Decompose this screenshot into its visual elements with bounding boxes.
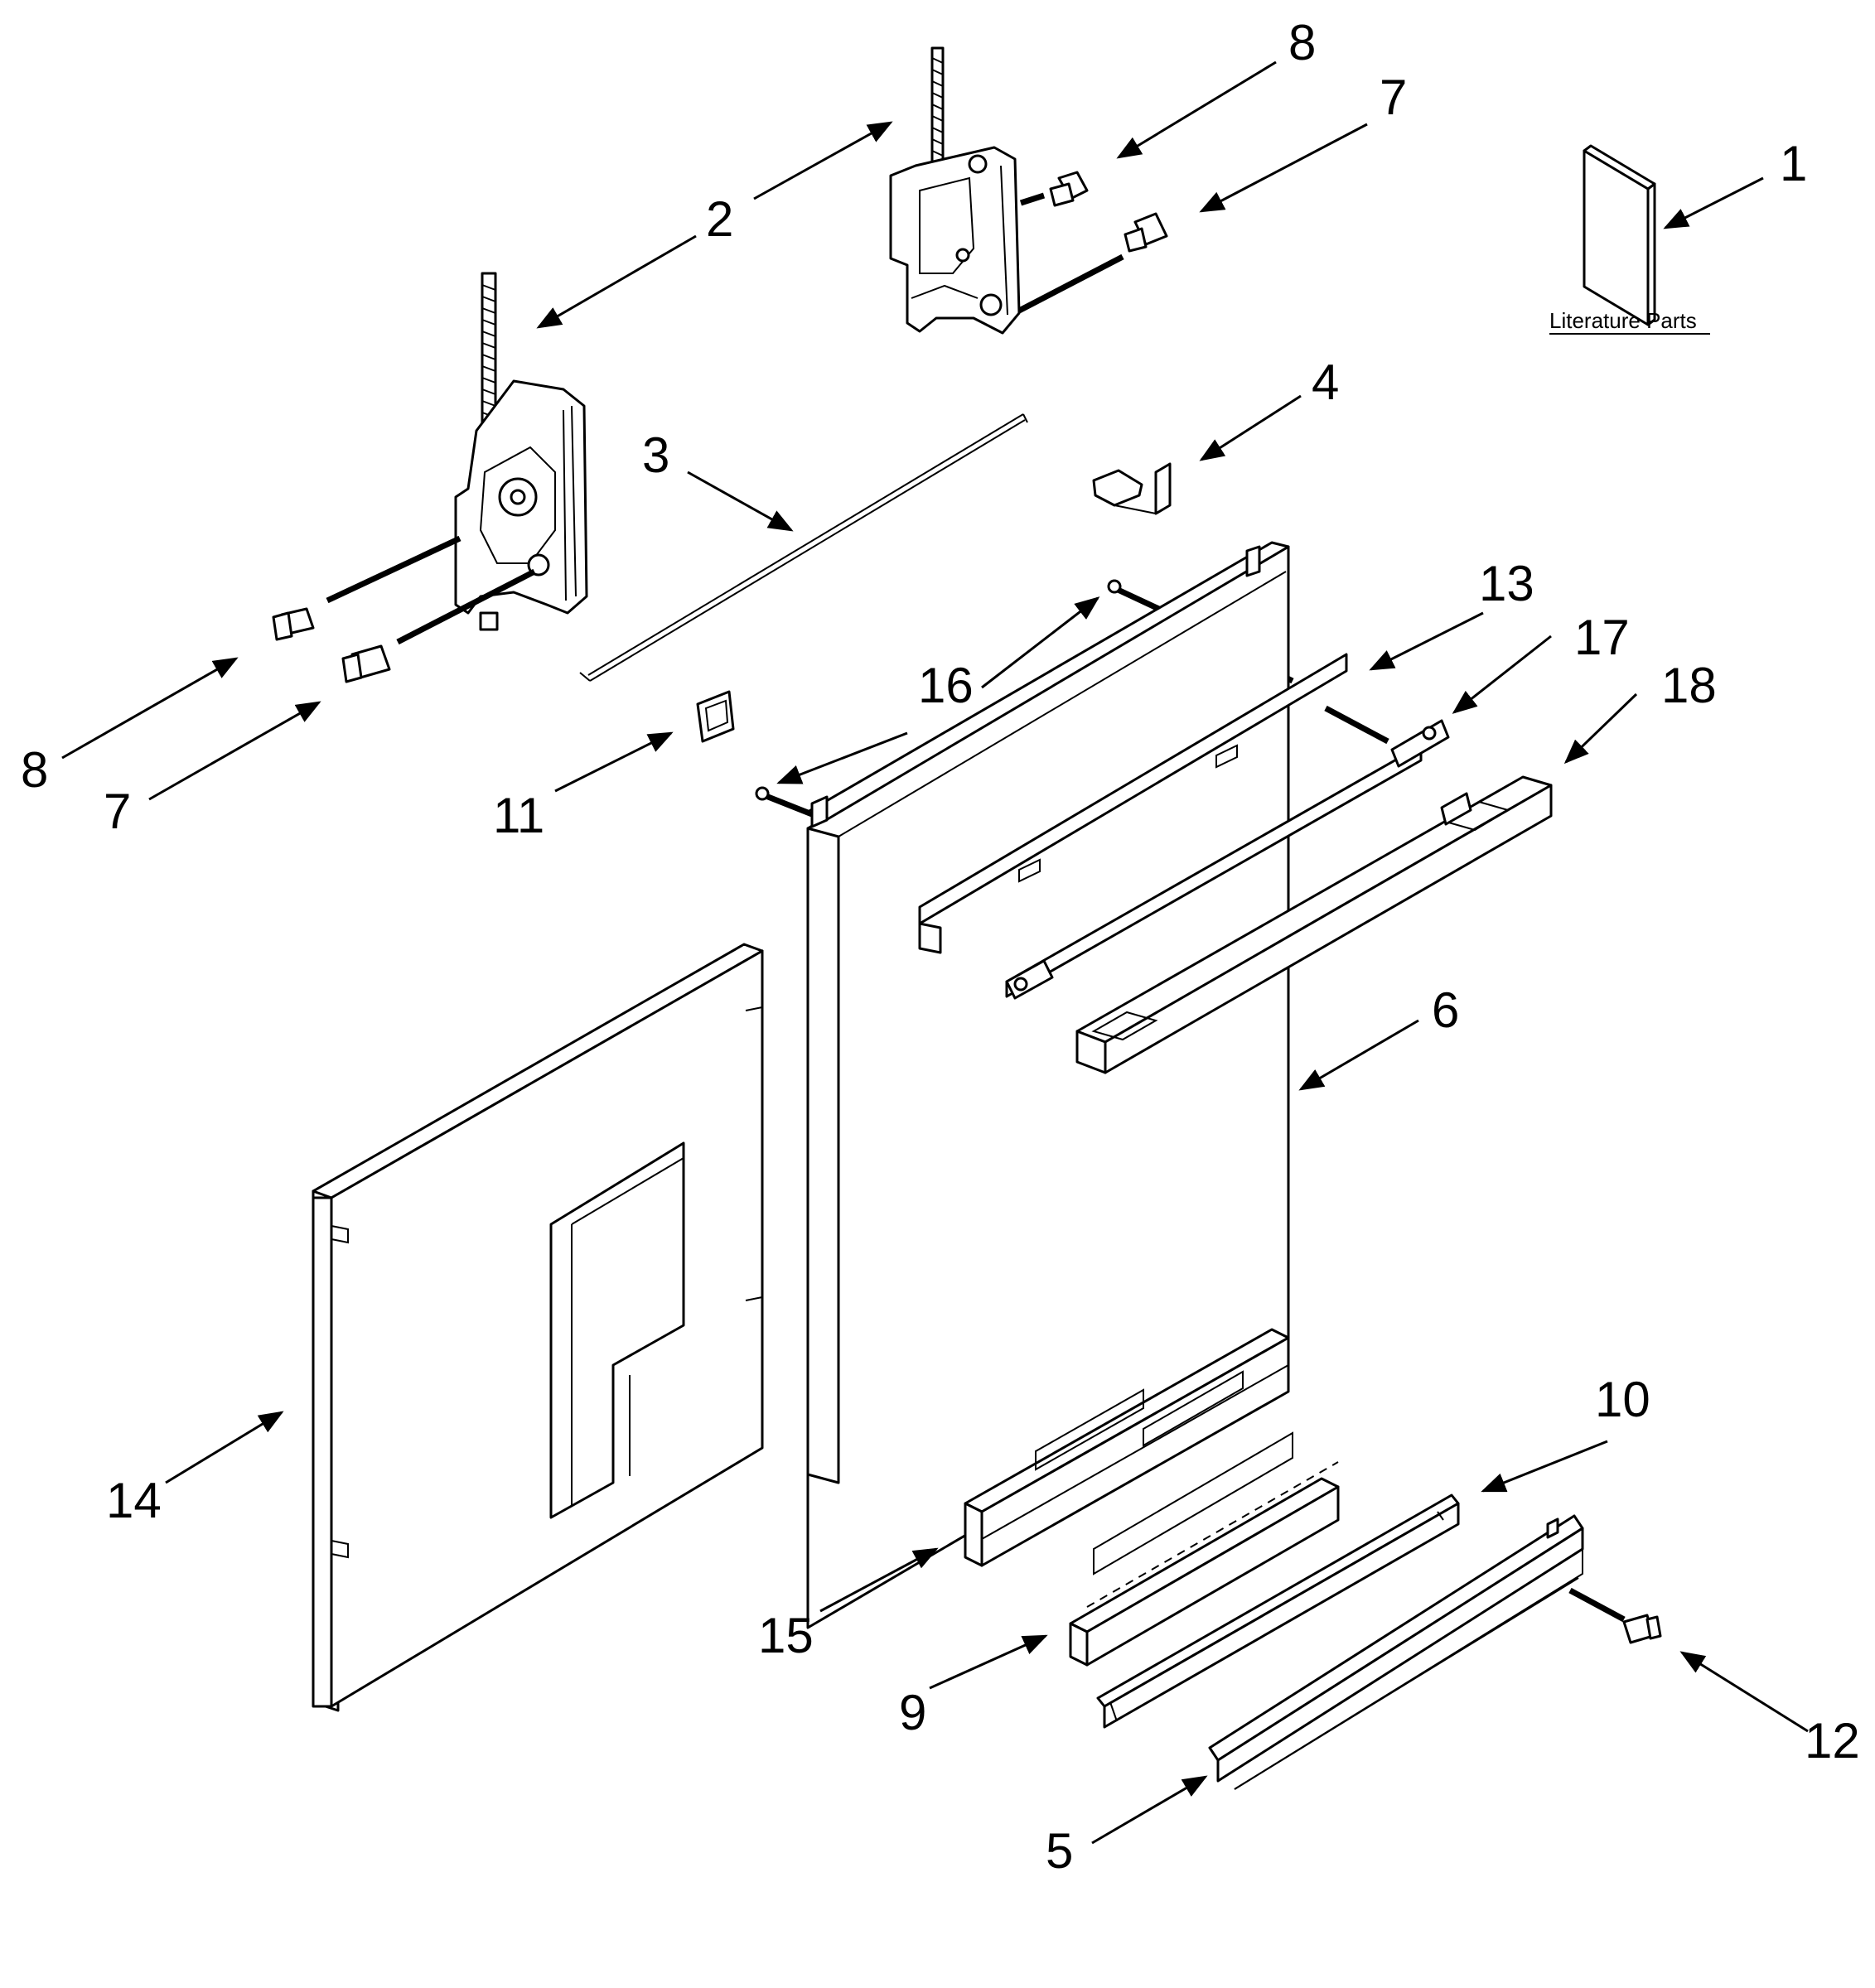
- handle-18: [1075, 775, 1553, 1074]
- callout-17: 17: [1574, 610, 1630, 665]
- insulation-block-9: [1069, 1431, 1340, 1667]
- bottom-strip-10: [1096, 1493, 1460, 1729]
- callout-11: 11: [493, 788, 544, 843]
- callout-6: 6: [1432, 982, 1459, 1038]
- callout-16: 16: [918, 658, 974, 713]
- hinge-upper: [889, 46, 1021, 335]
- callout-10: 10: [1595, 1372, 1650, 1427]
- callout-labels: 1 2 3 4 5 6 7 8 7 8 9 10 11 12 13 14 15 …: [21, 15, 1860, 1879]
- callout-1: 1: [1780, 136, 1807, 191]
- screw-7-upper: [1124, 212, 1168, 253]
- screw-8-lower: [272, 607, 315, 641]
- callout-5: 5: [1046, 1823, 1073, 1879]
- bracket-11: [696, 690, 735, 743]
- nut-16-upper: [1107, 579, 1122, 594]
- rod: [579, 413, 1028, 682]
- screw-12: [1622, 1614, 1662, 1644]
- callout-4: 4: [1312, 355, 1339, 410]
- kick-plate-5: [1208, 1514, 1584, 1790]
- screw-7-lower: [341, 644, 391, 683]
- nut-16-lower: [755, 786, 770, 801]
- callout-7-upper: 7: [1380, 70, 1407, 125]
- callout-9: 9: [899, 1685, 926, 1740]
- door-panel: [806, 541, 1290, 1629]
- callout-3: 3: [642, 427, 669, 483]
- literature-parts-sheet: [1583, 144, 1656, 326]
- callout-8-upper: 8: [1288, 15, 1316, 70]
- rail-17: [1005, 719, 1450, 1000]
- leader-arrows: [61, 60, 1809, 1845]
- screw-8-upper: [1049, 171, 1089, 207]
- callout-15: 15: [758, 1608, 814, 1663]
- callout-13: 13: [1479, 556, 1534, 611]
- top-trim: [918, 653, 1348, 954]
- callout-8-lower: 8: [21, 742, 48, 798]
- callout-12: 12: [1805, 1713, 1860, 1768]
- literature-parts-label: Literature Parts: [1549, 308, 1697, 333]
- hinge-lower: [454, 272, 588, 631]
- insulation-block-15: [964, 1328, 1290, 1567]
- callout-7-lower: 7: [104, 784, 131, 839]
- callout-14: 14: [106, 1473, 162, 1528]
- insulation-panel: [312, 943, 764, 1712]
- latch-clip: [1092, 462, 1172, 515]
- callout-2: 2: [706, 191, 733, 247]
- callout-18: 18: [1661, 658, 1717, 713]
